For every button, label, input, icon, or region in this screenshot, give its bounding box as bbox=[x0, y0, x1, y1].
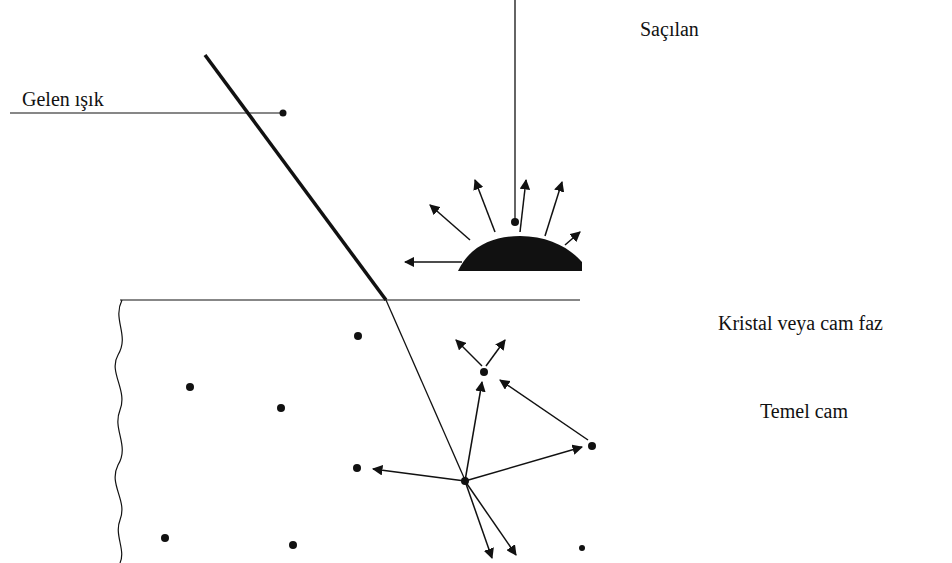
surface-crystal bbox=[458, 236, 582, 271]
scatter-point bbox=[511, 218, 519, 226]
incident-light-label: Gelen ışık bbox=[22, 88, 104, 110]
glass-break-edge bbox=[115, 300, 122, 563]
internal-scatter-arrows bbox=[373, 340, 588, 558]
base-glass-label: Temel cam bbox=[760, 400, 848, 422]
incident-ray bbox=[205, 55, 386, 300]
leader-line bbox=[10, 112, 281, 113]
glass-surface bbox=[120, 299, 580, 300]
vertical-ray bbox=[514, 0, 515, 222]
scatter-arrows bbox=[405, 180, 580, 262]
refracted-ray bbox=[386, 300, 465, 480]
crystal-phase-label: Kristal veya cam faz bbox=[718, 312, 883, 334]
leader-dot bbox=[280, 110, 287, 117]
crystal-particles bbox=[161, 332, 596, 551]
scattered-label: Saçılan bbox=[640, 18, 699, 40]
